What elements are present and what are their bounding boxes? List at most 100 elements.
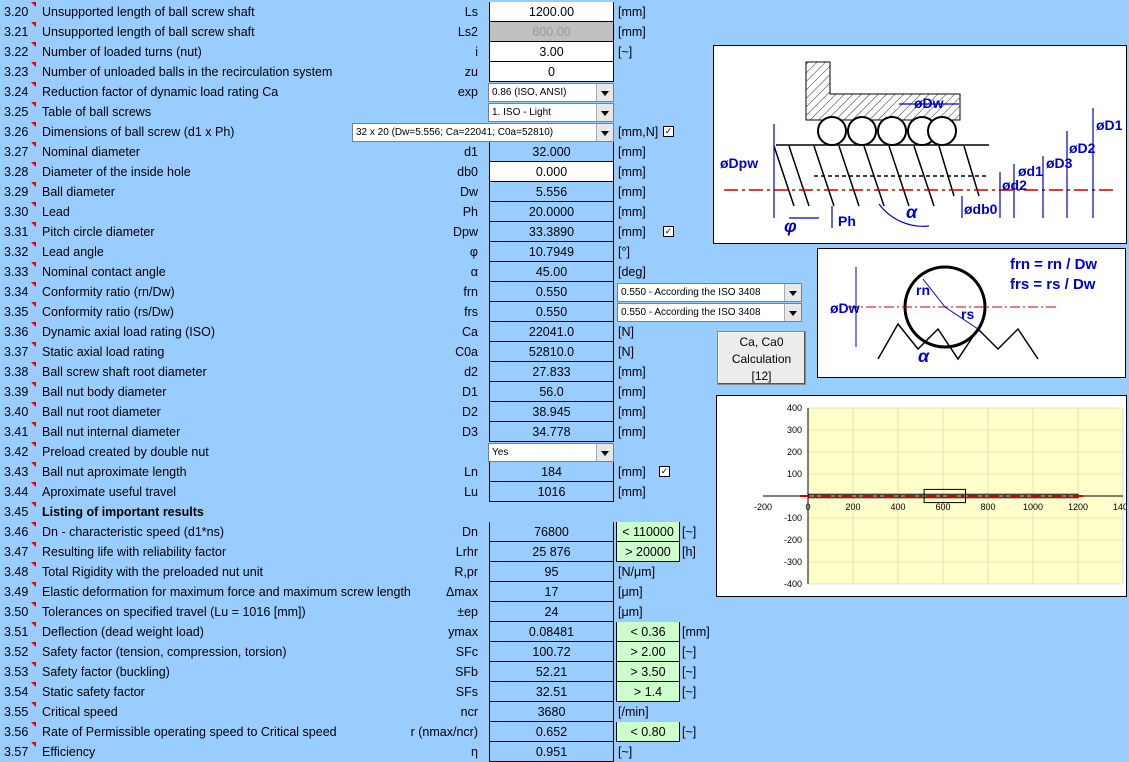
- value-field: 76800: [489, 522, 614, 542]
- row-symbol: D2: [462, 405, 478, 419]
- y-tick-label: 200: [787, 447, 802, 457]
- chevron-down-icon[interactable]: [784, 284, 801, 301]
- unit-label: [μm]: [618, 605, 643, 619]
- unit-label: [~]: [682, 685, 697, 699]
- row-symbol: SFs: [455, 685, 478, 699]
- calc-button-line2: Calculation: [731, 352, 792, 366]
- conformity-diagram: frn = rn / Dw frs = rs / Dw rn rs øDw α: [817, 248, 1126, 378]
- value-field[interactable]: 3.00: [489, 42, 614, 62]
- dropdown-select[interactable]: 32 x 20 (Dw=5.556; Ca=22041; C0a=52810): [352, 123, 614, 142]
- value-field: 10.7949: [489, 242, 614, 262]
- chevron-down-icon[interactable]: [596, 444, 613, 461]
- chevron-down-icon[interactable]: [596, 84, 613, 101]
- row-symbol: ymax: [448, 625, 478, 639]
- ca-calculation-button[interactable]: Ca, Ca0 Calculation [12]: [717, 331, 806, 385]
- row-number: 3.53: [4, 665, 29, 679]
- row-symbol: frs: [464, 305, 478, 319]
- row-number: 3.49: [4, 585, 29, 599]
- unit-label: [~]: [682, 665, 697, 679]
- row-label: Resulting life with reliability factor: [42, 545, 227, 559]
- row-label: Reduction factor of dynamic load rating …: [42, 85, 279, 99]
- row-label: Nominal diameter: [42, 145, 140, 159]
- value-field[interactable]: 0.000: [489, 162, 614, 182]
- row-number: 3.43: [4, 465, 29, 479]
- limit-value: < 0.36: [616, 622, 680, 642]
- row-symbol: D1: [462, 385, 478, 399]
- dropdown-select[interactable]: Yes: [488, 443, 614, 462]
- row-number: 3.35: [4, 305, 29, 319]
- value-field[interactable]: 0: [489, 62, 614, 82]
- unit-label: [deg]: [618, 265, 646, 279]
- unit-label: [~]: [682, 645, 697, 659]
- row-number: 3.55: [4, 705, 29, 719]
- unit-label: [~]: [682, 525, 697, 539]
- x-tick-label: 200: [845, 502, 860, 512]
- shaft-chart-svg: -200020040060080010001200140040030020010…: [754, 403, 1129, 589]
- chevron-down-icon[interactable]: [596, 104, 613, 121]
- unit-label: [μm]: [618, 585, 643, 599]
- comment-marker: [31, 102, 36, 107]
- calc-button-line1: Ca, Ca0: [739, 335, 784, 349]
- row-number: 3.44: [4, 485, 29, 499]
- value-field: 56.0: [489, 382, 614, 402]
- row-label: Number of loaded turns (nut): [42, 45, 202, 59]
- row-number: 3.51: [4, 625, 29, 639]
- chevron-down-icon[interactable]: [596, 124, 613, 141]
- calc-button-line3: [12]: [751, 369, 772, 383]
- value-field: 33.3890: [489, 222, 614, 242]
- label-d1: øD1: [1096, 117, 1123, 133]
- chevron-down-icon[interactable]: [784, 304, 801, 321]
- comment-marker: [31, 62, 36, 67]
- dropdown-select[interactable]: 0.86 (ISO, ANSI): [488, 83, 614, 102]
- comment-marker: [31, 22, 36, 27]
- row-symbol: i: [475, 45, 478, 59]
- value-field: 32.000: [489, 142, 614, 162]
- y-tick-label: 100: [787, 469, 802, 479]
- comment-marker: [31, 742, 36, 747]
- ball-screw-drawing: øDw øD1 øD2 øD3 ød1 ød2 øDpw φ Ph α ødb0: [720, 61, 1123, 236]
- row-symbol: α: [470, 265, 478, 279]
- shaft-chart: -200020040060080010001200140040030020010…: [716, 395, 1129, 597]
- comment-marker: [31, 142, 36, 147]
- unit-label: [mm]: [682, 625, 710, 639]
- checkbox[interactable]: ✓: [663, 126, 674, 137]
- dropdown-value: 1. ISO - Light: [492, 107, 551, 118]
- dropdown-select[interactable]: 1. ISO - Light: [488, 103, 614, 122]
- dropdown-select[interactable]: 0.550 - According the ISO 3408: [617, 283, 802, 302]
- checkbox[interactable]: ✓: [659, 466, 670, 477]
- comment-marker: [31, 402, 36, 407]
- row-symbol: ±ep: [457, 605, 478, 619]
- dropdown-select[interactable]: 0.550 - According the ISO 3408: [617, 303, 802, 322]
- row-label: Conformity ratio (rs/Dw): [42, 305, 174, 319]
- limit-value: < 110000: [616, 522, 680, 542]
- nut-outline: [923, 488, 967, 504]
- limit-value: < 0.80: [616, 722, 680, 742]
- label-d2: øD2: [1069, 140, 1096, 156]
- label-dw: øDw: [914, 95, 944, 111]
- comment-marker: [31, 82, 36, 87]
- x-tick-label: -200: [754, 502, 772, 512]
- row-label: Tolerances on specified travel (Lu = 101…: [42, 605, 306, 619]
- checkbox[interactable]: ✓: [663, 226, 674, 237]
- row-number: 3.25: [4, 105, 29, 119]
- y-tick-label: -100: [784, 513, 802, 523]
- dropdown-value: 0.550 - According the ISO 3408: [621, 287, 761, 298]
- label-alpha: α: [906, 202, 918, 222]
- row-number: 3.28: [4, 165, 29, 179]
- unit-label: [~]: [618, 45, 633, 59]
- row-label: Ball screw shaft root diameter: [42, 365, 207, 379]
- dropdown-value: 0.86 (ISO, ANSI): [492, 87, 567, 98]
- value-field: 32.51: [489, 682, 614, 702]
- value-field[interactable]: 1200.00: [489, 2, 614, 22]
- comment-marker: [31, 2, 36, 7]
- limit-value: > 2.00: [616, 642, 680, 662]
- row-number: 3.20: [4, 5, 29, 19]
- value-field: 27.833: [489, 362, 614, 382]
- row-number: 3.41: [4, 425, 29, 439]
